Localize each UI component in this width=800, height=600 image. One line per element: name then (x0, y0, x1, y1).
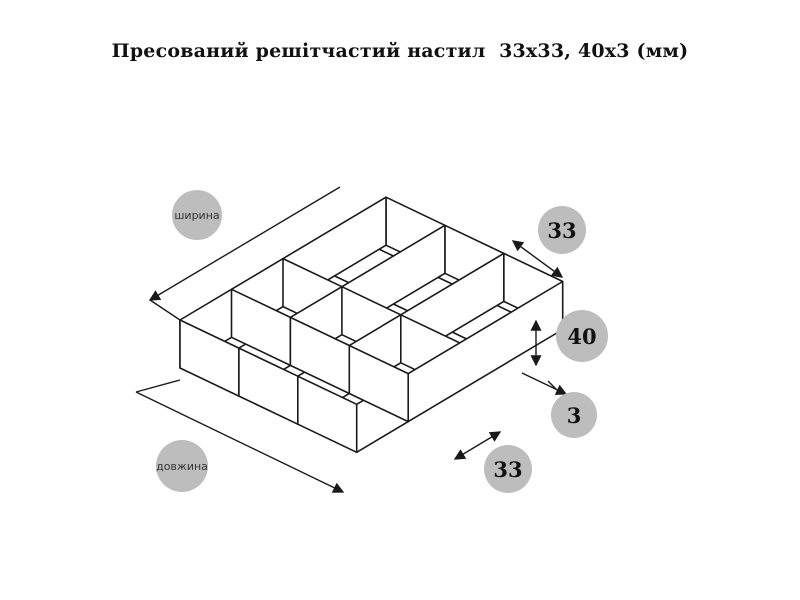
width-dimension-line (148, 186, 341, 301)
width-badge: ширина (172, 190, 222, 240)
cross-bar-segment (348, 344, 410, 423)
page-title: Пресований решітчастий настил 33х33, 40х… (111, 40, 689, 62)
length-dimension-line (135, 391, 345, 493)
cell-length-badge: 33 (484, 445, 532, 493)
length-extension-line (135, 379, 181, 393)
bar-thickness-dimension-line (521, 372, 568, 395)
cell-length-label: 33 (493, 456, 523, 482)
length-label: довжина (156, 459, 208, 473)
width-label: ширина (174, 208, 220, 222)
cell-width-label: 33 (547, 217, 577, 243)
cell-width-dimension-line (511, 240, 564, 278)
bar-height-label: 40 (567, 323, 597, 349)
bar-thickness-label: 3 (566, 402, 582, 428)
length-badge: довжина (156, 440, 208, 492)
cell-length-dimension-line (453, 431, 502, 460)
bar-height-badge: 40 (556, 310, 608, 362)
width-extension-line (149, 299, 181, 321)
cross-bar-segment (296, 375, 358, 454)
cell-width-badge: 33 (538, 206, 586, 254)
bar-thickness-badge: 3 (551, 392, 597, 438)
